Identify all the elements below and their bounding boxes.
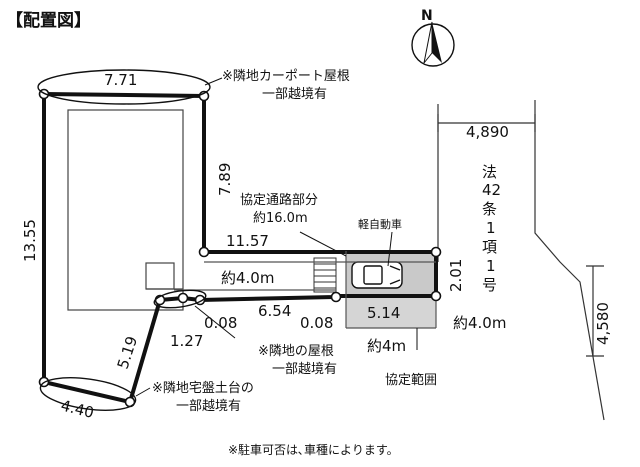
dim-parking-height: 2.01 <box>447 259 465 292</box>
note-roof-line1: ※隣地の屋根 <box>258 343 334 359</box>
footer-note: ※駐車可否は､車種によります。 <box>228 442 399 457</box>
passage-lines <box>174 251 437 329</box>
road-law-char-4: 項 <box>482 238 497 256</box>
note-roof-line2: 一部越境有 <box>272 362 337 377</box>
dim-small-offset-a: 0.08 <box>204 314 237 332</box>
road-law-char-2: 条 <box>482 200 497 218</box>
dim-parking-width: 5.14 <box>367 304 400 322</box>
road-law-char-1: 42 <box>482 181 501 199</box>
dim-bottom-edge: 4.40 <box>59 396 96 422</box>
stairs <box>313 257 337 293</box>
road-law-char-6: 号 <box>482 276 497 294</box>
leader-lines <box>135 77 418 397</box>
road-law-char-3: 1 <box>486 219 496 237</box>
encroachment-markers <box>37 69 211 411</box>
dim-upper-right-edge: 7.89 <box>216 163 234 196</box>
dim-lower-edge: 6.54 <box>258 302 291 320</box>
existing-building <box>67 109 184 311</box>
note-agreement-line2: 約16.0m <box>253 211 308 226</box>
dim-diagonal-edge: 5.19 <box>114 334 141 371</box>
dim-top-edge: 7.71 <box>104 71 137 89</box>
dim-right-width: 約4.0m <box>453 314 506 332</box>
road-width-upper-label: 4,890 <box>466 123 509 141</box>
dim-small-offset-b: 0.08 <box>300 314 333 332</box>
road-law-label: 法 42 条 1 項 1 号 <box>482 163 501 294</box>
note-agreement-line1: 協定通路部分 <box>240 192 318 208</box>
road-law-char-0: 法 <box>482 163 497 181</box>
dim-passage-width: 約4.0m <box>221 269 274 287</box>
agreement-area <box>346 296 436 328</box>
note-agreement-area: 協定範囲 <box>385 373 437 388</box>
dim-left-edge: 13.55 <box>21 219 39 262</box>
road-outline <box>437 100 605 421</box>
page-title: 【配置図】 <box>6 10 91 31</box>
note-light-car: 軽自動車 <box>358 217 402 231</box>
note-carport-line2: 一部越境有 <box>262 87 327 102</box>
note-base-line1: ※隣地宅盤土台の <box>152 380 254 396</box>
dim-step-edge: 1.27 <box>170 332 203 350</box>
boundary-markers <box>38 88 442 408</box>
road-width-lower-label: 4,580 <box>594 302 612 345</box>
note-base-line2: 一部越境有 <box>176 399 241 414</box>
note-carport-line1: ※隣地カーポート屋根 <box>222 68 350 84</box>
road-law-char-5: 1 <box>486 257 496 275</box>
dim-passage-edge: 11.57 <box>226 232 269 250</box>
compass-icon: N <box>411 8 455 67</box>
car-icon <box>351 261 403 289</box>
dim-lower-width: 約4m <box>367 337 406 355</box>
compass-north-label: N <box>421 8 433 24</box>
